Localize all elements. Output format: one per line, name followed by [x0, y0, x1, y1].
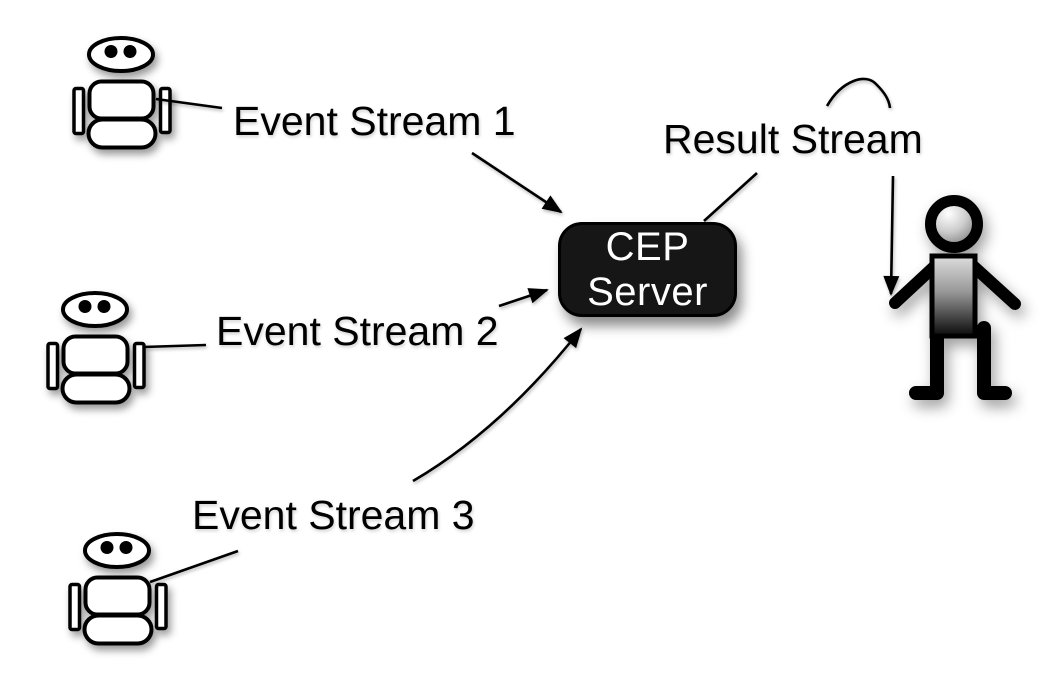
person-icon — [889, 195, 1021, 400]
cep-server-label-line1: CEP — [605, 224, 690, 269]
cep-server-node: CEP Server — [558, 222, 737, 317]
arrow-event-stream-2-to-server — [498, 288, 549, 308]
cep-server-label-line2: Server — [587, 269, 708, 314]
robot-icon-event-source-1 — [72, 36, 172, 151]
person-left-leg — [909, 321, 944, 400]
result-stream-label: Result Stream — [663, 116, 923, 162]
event-stream-1-label: Event Stream 1 — [233, 98, 516, 144]
robot-icon-event-source-3 — [68, 532, 168, 647]
connector-robot2-to-label2 — [142, 343, 207, 349]
person-torso — [929, 253, 978, 339]
event-stream-2-label: Event Stream 2 — [216, 308, 499, 354]
result-stream-hump-curve — [825, 77, 892, 109]
robot-icon-event-source-2 — [46, 291, 146, 406]
person-head — [925, 195, 983, 253]
connector-server-to-result-label — [703, 172, 758, 222]
person-right-arm — [965, 258, 1021, 310]
arrow-event-stream-1-to-server — [471, 151, 563, 214]
event-stream-3-label: Event Stream 3 — [192, 492, 475, 538]
person-right-leg — [977, 321, 1012, 400]
